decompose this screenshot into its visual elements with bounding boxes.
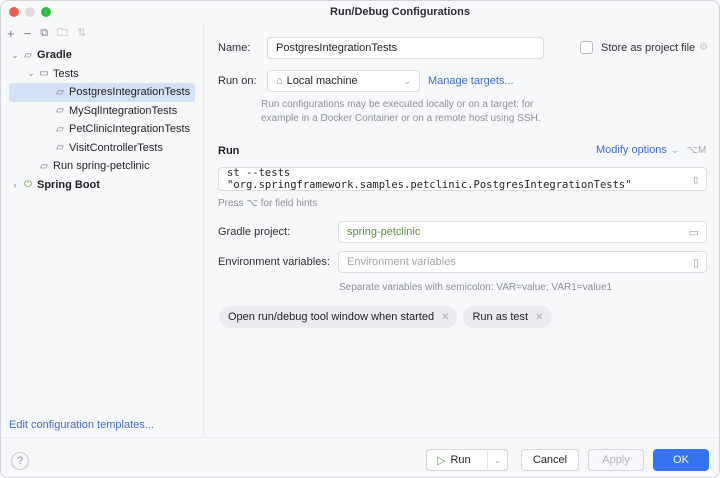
add-icon[interactable]: + xyxy=(7,25,15,41)
env-variables-hint: Separate variables with semicolon: VAR=v… xyxy=(339,282,613,293)
store-as-project-file[interactable]: Store as project file ⚙ xyxy=(580,41,708,54)
tasks-arguments-input[interactable]: st --tests "org.springframework.samples.… xyxy=(218,167,707,191)
edit-configuration-templates-link[interactable]: Edit configuration templates... xyxy=(9,419,154,431)
manage-targets-link[interactable]: Manage targets... xyxy=(428,75,514,87)
chip-run-as-test[interactable]: Run as test ✕ xyxy=(463,306,552,328)
title-bar: Run/Debug Configurations xyxy=(1,1,719,23)
sidebar-toolbar: + − ⧉ 🗀 ⇅ xyxy=(1,23,203,43)
chevron-down-icon: ⌄ xyxy=(403,75,411,86)
close-window-button[interactable] xyxy=(9,7,19,17)
gradle-icon: ▱ xyxy=(56,142,64,154)
tree-item-petclinic-integration-tests[interactable]: ▱ PetClinicIntegrationTests xyxy=(1,120,203,139)
folder-icon[interactable]: ▭ xyxy=(688,226,699,239)
tree-item-mysql-integration-tests[interactable]: ▱ MySqlIntegrationTests xyxy=(1,102,203,121)
gradle-project-label: Gradle project: xyxy=(218,226,291,238)
window-controls xyxy=(9,7,51,17)
run-on-label: Run on: xyxy=(218,75,257,87)
run-button[interactable]: ▷ Run ⌄ xyxy=(426,449,508,471)
chip-open-tool-window[interactable]: Open run/debug tool window when started … xyxy=(219,306,458,328)
gradle-project-input[interactable]: spring-petclinic ▭ xyxy=(338,221,707,243)
run-dropdown-chevron-icon[interactable]: ⌄ xyxy=(487,450,507,470)
gear-icon[interactable]: ⚙ xyxy=(699,42,709,53)
tree-item-gradle[interactable]: ⌄ ▱ Gradle xyxy=(1,46,203,65)
help-button[interactable]: ? xyxy=(11,452,29,470)
run-on-dropdown[interactable]: ⌂Local machine ⌄ xyxy=(267,70,420,92)
gradle-icon: ▱ xyxy=(56,105,64,117)
tree-item-postgres-integration-tests[interactable]: ▱ PostgresIntegrationTests xyxy=(9,83,195,102)
run-on-hint: Run configurations may be executed local… xyxy=(261,99,541,124)
cancel-button[interactable]: Cancel xyxy=(521,449,579,471)
edit-variables-icon[interactable]: ▯ xyxy=(692,256,699,269)
environment-variables-label: Environment variables: xyxy=(218,256,330,268)
name-input[interactable]: PostgresIntegrationTests xyxy=(267,37,544,59)
sort-icon[interactable]: ⇅ xyxy=(77,26,87,39)
expand-field-icon[interactable]: ▯ xyxy=(692,172,699,186)
tree-item-tests[interactable]: ⌄ ▭ Tests xyxy=(1,65,203,84)
tree-item-visit-controller-tests[interactable]: ▱ VisitControllerTests xyxy=(1,139,203,158)
dialog-footer: ? ▷ Run ⌄ Cancel Apply OK xyxy=(1,437,719,477)
config-tree: ⌄ ▱ Gradle ⌄ ▭ Tests ▱ PostgresIntegrati… xyxy=(1,46,203,194)
spring-boot-icon: ⏻ xyxy=(24,179,32,191)
options-chips: Open run/debug tool window when started … xyxy=(219,306,558,328)
window-title: Run/Debug Configurations xyxy=(330,6,470,18)
close-icon[interactable]: ✕ xyxy=(535,311,544,323)
maximize-window-button[interactable] xyxy=(41,7,51,17)
minimize-window-button[interactable] xyxy=(25,7,35,17)
config-sidebar: + − ⧉ 🗀 ⇅ ⌄ ▱ Gradle ⌄ ▭ Tests ▱ Postgre… xyxy=(1,23,204,437)
move-to-folder-icon[interactable]: 🗀 xyxy=(57,26,69,39)
ok-button[interactable]: OK xyxy=(653,449,709,471)
environment-variables-input[interactable]: Environment variables ▯ xyxy=(338,251,707,273)
chevron-down-icon[interactable]: ⌄ xyxy=(11,49,19,60)
home-icon: ⌂ xyxy=(276,75,283,87)
run-section-title: Run xyxy=(218,145,240,157)
gradle-icon: ▱ xyxy=(56,86,64,98)
gradle-icon: ▱ xyxy=(40,160,48,172)
modify-options-link[interactable]: Modify options xyxy=(596,144,667,156)
modify-options-shortcut: ⌥M xyxy=(686,144,707,156)
close-icon[interactable]: ✕ xyxy=(441,311,450,323)
gradle-icon: ▱ xyxy=(56,123,64,135)
config-form: Name: PostgresIntegrationTests Store as … xyxy=(205,23,719,437)
folder-icon: ▭ xyxy=(39,68,49,80)
gradle-icon: ▱ xyxy=(24,49,32,61)
chevron-down-icon: ⌄ xyxy=(670,144,679,155)
name-label: Name: xyxy=(218,42,251,54)
chevron-right-icon[interactable]: › xyxy=(13,179,17,190)
tree-item-run-spring-petclinic[interactable]: ▱ Run spring-petclinic xyxy=(1,157,203,176)
run-icon: ▷ xyxy=(437,454,446,467)
tree-item-spring-boot[interactable]: › ⏻ Spring Boot xyxy=(1,176,203,195)
field-hints-text: Press ⌥ for field hints xyxy=(218,198,318,209)
apply-button[interactable]: Apply xyxy=(588,449,644,471)
remove-icon[interactable]: − xyxy=(23,25,32,41)
copy-icon[interactable]: ⧉ xyxy=(40,26,49,39)
store-as-project-file-checkbox[interactable] xyxy=(580,41,593,54)
chevron-down-icon[interactable]: ⌄ xyxy=(27,68,35,79)
